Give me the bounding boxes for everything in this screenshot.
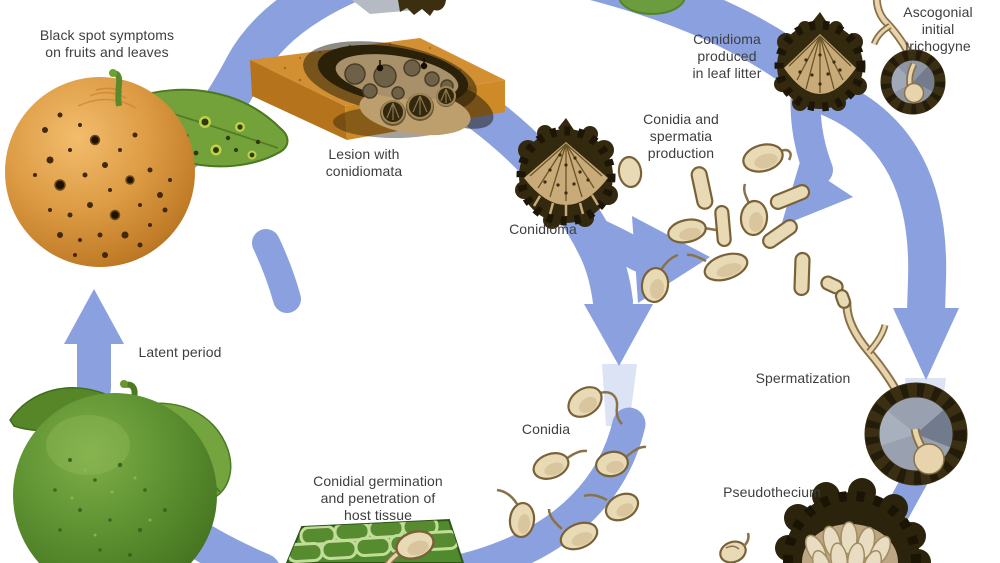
black-spot-fruit-illustration (5, 69, 289, 267)
germination-patch (285, 518, 465, 563)
arrow-to-leaf-litter (589, 0, 828, 96)
arrow-branch-shaft (576, 216, 656, 272)
conidia-spores (496, 386, 647, 551)
arrow-right-arc-shaft (807, 77, 947, 331)
arrow-latent-head (64, 289, 124, 344)
label-black-spot-symptoms: Black spot symptoms on fruits and leaves (39, 27, 175, 60)
arrow-leaflitter-down-head (781, 162, 853, 226)
label-conidia-spermatia: Conidia and spermatia production (643, 111, 719, 161)
lesion-block (250, 38, 505, 140)
conidia-spermatia-cluster (617, 143, 811, 304)
label-lesion: Lesion with conidiomata (325, 146, 403, 179)
label-conidial-germination: Conidial germination and penetration of … (313, 473, 443, 523)
conidiomata-cross-sections (380, 86, 456, 126)
ascogonial-initial-structure (870, 0, 946, 115)
arrow-left-segment (252, 229, 301, 313)
black-spots (33, 112, 172, 258)
leaf-fragment-top (618, 0, 686, 15)
label-ascogonial-initial: Ascogonial initial trichogyne (903, 4, 973, 54)
label-conidioma: Conidioma (509, 221, 577, 237)
arrow-conidia-descent (428, 407, 646, 563)
arrow-lesion-down-head (584, 304, 653, 366)
label-latent-period: Latent period (138, 344, 222, 360)
label-conidia: Conidia (521, 421, 571, 437)
pseudothecium-illustration (775, 478, 931, 563)
top-cutoff-structure (352, 0, 446, 16)
leaf-litter-conidioma-structure (774, 12, 867, 112)
spermatization-structure (820, 275, 968, 486)
green-fruit-illustration (9, 380, 232, 563)
label-leaf-litter-conidioma: Conidioma produced in leaf litter (692, 31, 762, 81)
arrow-right-arc-head (893, 308, 959, 380)
label-spermatization: Spermatization (755, 370, 851, 386)
ascospore (719, 532, 750, 563)
label-pseudothecium: Pseudothecium (723, 484, 821, 500)
conidioma-structure (515, 118, 618, 229)
